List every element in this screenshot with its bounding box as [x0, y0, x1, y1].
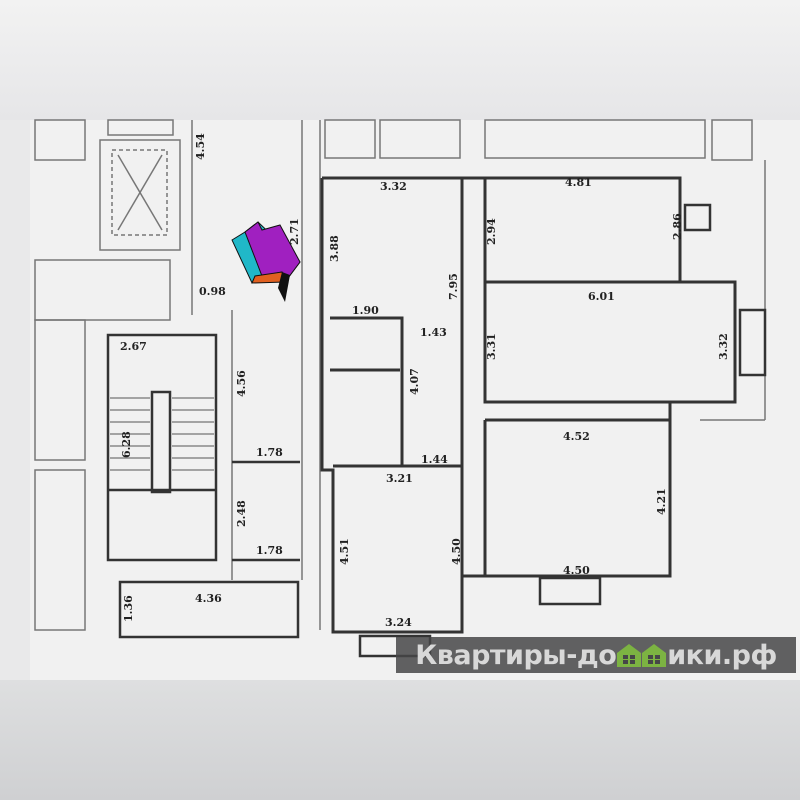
dim-label: 4.81	[565, 176, 592, 189]
dim-label: 2.86	[671, 213, 684, 240]
entrance-arrow-icon	[231, 221, 301, 302]
dim-label: 3.24	[385, 616, 412, 629]
blurred-bottom-area	[0, 680, 800, 800]
dim-label: 3.32	[380, 180, 407, 193]
dim-label: 6.28	[120, 431, 133, 458]
watermark-text-start: Квартиры-до	[415, 639, 617, 671]
dim-label: 1.90	[352, 304, 379, 317]
dim-label: 3.21	[386, 472, 413, 485]
watermark-text-end: ики.рф	[667, 639, 777, 671]
watermark: Квартиры-до ики.рф	[396, 637, 796, 673]
dim-label: 1.78	[256, 544, 283, 557]
dim-label: 1.44	[421, 453, 448, 466]
stair-steps	[110, 397, 214, 471]
dim-label: 4.21	[655, 488, 668, 515]
apartment-walls	[320, 176, 737, 634]
dim-label: 1.43	[420, 326, 447, 339]
dim-label: 1.36	[122, 595, 135, 622]
dim-label: 4.56	[235, 370, 248, 397]
surrounding-walls	[34, 119, 766, 631]
dim-label: 2.67	[120, 340, 147, 353]
dim-label: 3.32	[717, 333, 730, 360]
landing	[118, 203, 767, 658]
dim-label: 4.07	[408, 368, 421, 395]
dim-label: 3.31	[485, 333, 498, 360]
stairwell	[106, 333, 218, 562]
dim-label: 2.71	[288, 218, 301, 245]
dim-label: 4.51	[338, 538, 351, 565]
dim-label: 0.98	[199, 285, 226, 298]
dim-label: 2.48	[235, 500, 248, 527]
dim-label: 6.01	[588, 290, 615, 303]
dim-label: 3.88	[328, 235, 341, 262]
dim-label: 4.50	[563, 564, 590, 577]
dim-label: 4.52	[563, 430, 590, 443]
dim-label: 1.78	[256, 446, 283, 459]
dim-label: 2.94	[485, 218, 498, 245]
dim-label: 4.54	[194, 133, 207, 160]
dim-label: 7.95	[447, 273, 460, 300]
house-logo-icon	[617, 643, 667, 667]
dim-label: 4.50	[450, 538, 463, 565]
blurred-top-area	[0, 0, 800, 120]
plan-sheet	[30, 120, 800, 680]
dimension-labels: 4.54 2.71 3.88 0.98 3.32 4.81 2.94 2.86 …	[120, 133, 730, 629]
dim-label: 4.36	[195, 592, 222, 605]
